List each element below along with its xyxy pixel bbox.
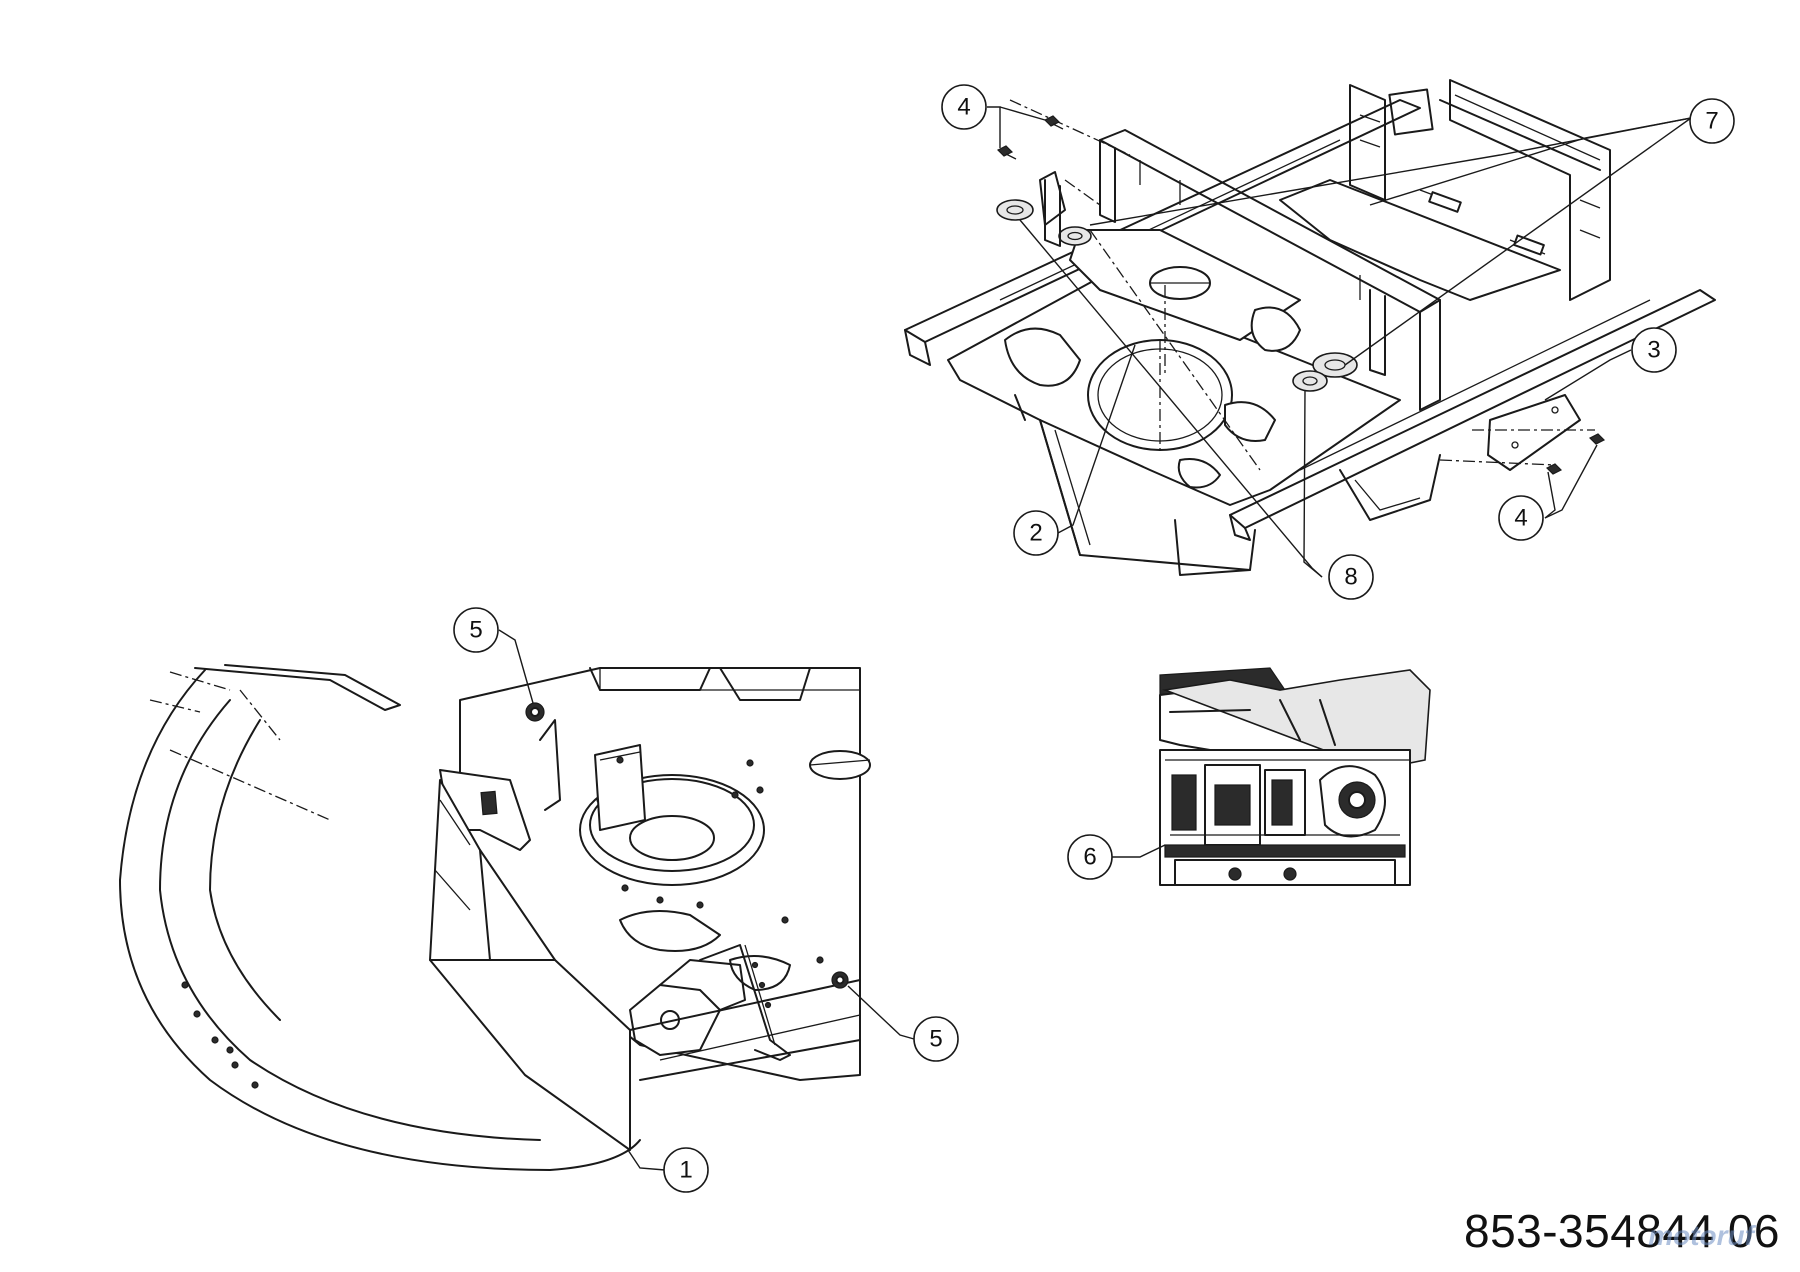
callout-8: 8 <box>1328 554 1374 600</box>
svg-text:5: 5 <box>469 617 482 644</box>
screw-icon <box>1588 433 1606 445</box>
deck-shield-assembly <box>119 664 871 1171</box>
callout-4-top: 4 <box>941 84 987 130</box>
frame-assembly <box>904 79 1716 576</box>
svg-text:4: 4 <box>1514 505 1527 532</box>
nut-icon <box>831 971 849 989</box>
callout-6: 6 <box>1067 834 1113 880</box>
callout-5-right: 5 <box>913 1016 959 1062</box>
callout-2: 2 <box>1013 510 1059 556</box>
callout-3: 3 <box>1631 327 1677 373</box>
svg-text:4: 4 <box>957 94 970 121</box>
nut-icon <box>525 702 545 722</box>
engine-illustration <box>1159 667 1431 886</box>
callout-7: 7 <box>1689 98 1735 144</box>
svg-text:6: 6 <box>1083 844 1096 871</box>
leader-line-engine <box>1109 844 1166 858</box>
callout-5-top: 5 <box>453 607 499 653</box>
callout-4-right: 4 <box>1498 495 1544 541</box>
screw-icon <box>1043 115 1064 130</box>
screw-icon <box>1545 463 1563 475</box>
watermark-logo: motoruf <box>1648 1220 1754 1251</box>
svg-text:5: 5 <box>929 1026 942 1053</box>
svg-text:8: 8 <box>1344 564 1357 591</box>
leader-lines-bottom <box>498 629 915 1171</box>
svg-text:1: 1 <box>679 1157 692 1184</box>
leader-lines-top <box>987 106 1692 578</box>
svg-text:3: 3 <box>1647 337 1660 364</box>
svg-text:2: 2 <box>1029 520 1042 547</box>
svg-text:7: 7 <box>1705 108 1718 135</box>
part-number-label: 853-354844 06 <box>1463 1205 1780 1257</box>
screw-icon <box>996 145 1017 160</box>
callout-1: 1 <box>663 1147 709 1193</box>
